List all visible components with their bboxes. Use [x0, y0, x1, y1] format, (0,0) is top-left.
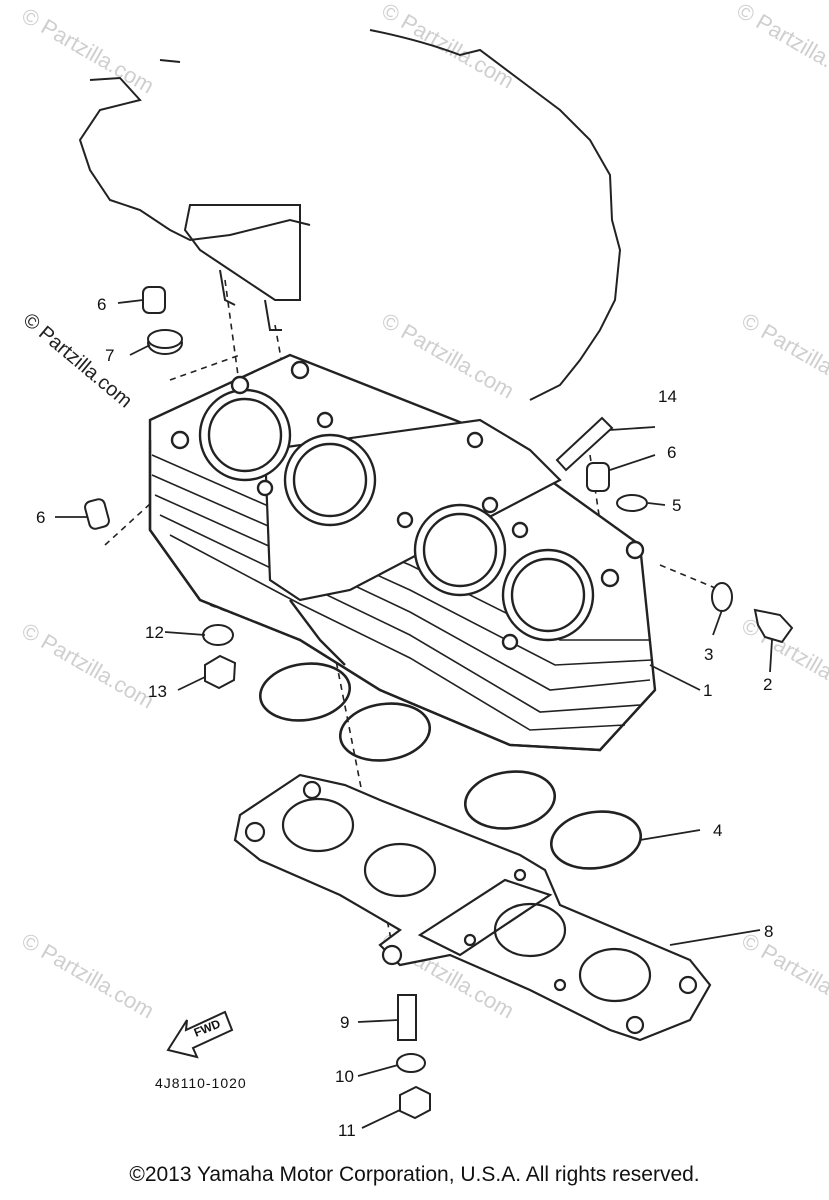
callout-11: 11 [338, 1121, 356, 1140]
washer-icon [396, 1053, 426, 1073]
watermark: © Partzilla.com [18, 928, 159, 1024]
callout-12: 12 [145, 623, 164, 642]
watermark: © Partzilla.com [18, 618, 159, 714]
o-rings [258, 662, 643, 870]
callout-6: 6 [667, 443, 676, 462]
nut-icon [204, 654, 237, 690]
fwd-arrow-icon: FWD [166, 1010, 234, 1059]
plug-bolt-icon [753, 608, 794, 644]
watermark: © Partzilla.com [738, 308, 829, 404]
stud-bolt-icon [555, 416, 614, 472]
o-ring-small-icon [616, 494, 648, 512]
callout-10: 10 [335, 1067, 354, 1086]
part-code: 4J8110-1020 [155, 1075, 247, 1091]
leader-lines [55, 299, 773, 1129]
callout-labels: 6 7 6 14 6 5 1 3 2 4 8 12 13 9 10 11 4J8… [36, 295, 773, 1140]
side-watermark: © Partzilla.com [19, 309, 136, 412]
watermark: © Partzilla.com [378, 0, 519, 93]
callout-3: 3 [704, 645, 713, 664]
hardware-parts [84, 286, 794, 1120]
dowel-pin-icon [84, 498, 110, 530]
cylinder-block [148, 353, 657, 752]
nut-icon [399, 1085, 431, 1120]
watermark: © Partzilla.com [18, 3, 159, 99]
watermark: © Partzilla.com [738, 928, 829, 1024]
dowel-pin-icon [586, 462, 610, 492]
callout-7: 7 [105, 346, 114, 365]
washer-icon [202, 624, 234, 646]
callout-9: 9 [340, 1013, 349, 1032]
callout-6: 6 [36, 508, 45, 527]
callout-14: 14 [658, 387, 677, 406]
callout-4: 4 [713, 821, 722, 840]
callout-2: 2 [763, 675, 772, 694]
watermark: © Partzilla.com [378, 308, 519, 404]
crankcase-outline [78, 29, 622, 401]
watermark: © Partzilla.com [733, 0, 829, 93]
cylinder-gasket [233, 773, 712, 1042]
callout-5: 5 [672, 496, 681, 515]
callout-13: 13 [148, 682, 167, 701]
washer-icon [711, 582, 733, 612]
callout-6: 6 [97, 295, 106, 314]
stud-bolt-icon [397, 994, 417, 1041]
callout-8: 8 [764, 922, 773, 941]
dowel-pin-icon [142, 286, 166, 314]
callout-1: 1 [703, 681, 712, 700]
copyright-notice: ©2013 Yamaha Motor Corporation, U.S.A. A… [129, 1163, 700, 1186]
